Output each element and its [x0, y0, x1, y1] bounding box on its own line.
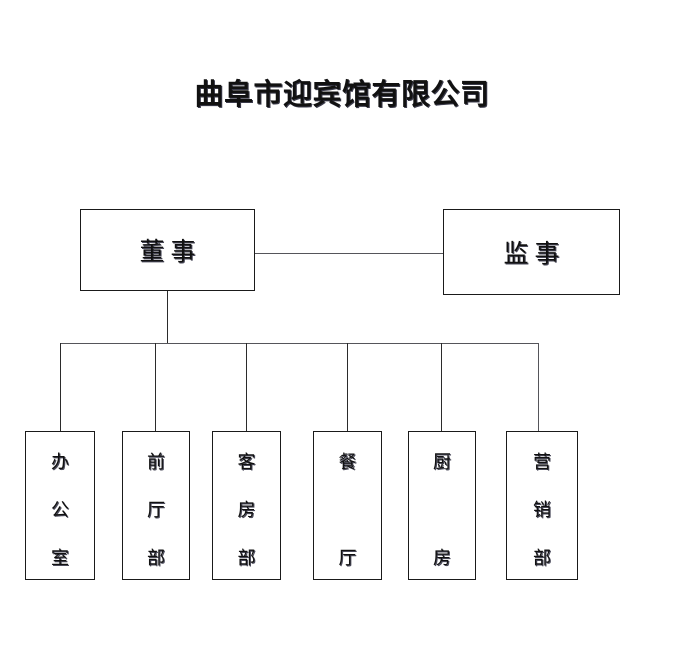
node-front-office-char-0: 前: [147, 452, 165, 473]
page-title: 曲阜市迎宾馆有限公司: [194, 77, 490, 111]
node-marketing-char-1: 销: [533, 500, 551, 521]
edge-director-supervisor: [255, 253, 443, 254]
edge-drop-office: [60, 343, 61, 431]
node-director-label: 董事: [139, 237, 202, 266]
node-director[interactable]: 董事: [80, 209, 255, 291]
node-supervisor[interactable]: 监事: [443, 209, 620, 295]
edge-drop-front-office: [155, 343, 156, 431]
node-housekeeping-char-0: 客: [237, 452, 256, 473]
node-housekeeping-char-1: 房: [237, 500, 256, 521]
node-restaurant-char-1: 厅: [338, 548, 357, 569]
node-marketing-char-0: 营: [533, 452, 551, 473]
node-front-office-char-1: 厅: [147, 500, 165, 521]
node-kitchen-char-0: 厨: [433, 452, 451, 473]
node-supervisor-label: 监事: [503, 239, 566, 268]
node-restaurant-char-0: 餐: [338, 452, 357, 473]
edge-director-stem: [167, 291, 168, 344]
node-kitchen[interactable]: 厨 房: [408, 431, 476, 580]
node-office-char-2: 室: [51, 548, 69, 569]
edge-drop-kitchen: [441, 343, 442, 431]
node-office[interactable]: 办 公 室: [25, 431, 95, 580]
node-restaurant[interactable]: 餐 厅: [313, 431, 382, 580]
node-marketing-char-2: 部: [533, 548, 551, 569]
node-housekeeping[interactable]: 客 房 部: [212, 431, 281, 580]
node-office-char-0: 办: [51, 452, 69, 473]
edge-drop-marketing: [538, 343, 539, 431]
node-office-char-1: 公: [51, 500, 69, 521]
node-marketing[interactable]: 营 销 部: [506, 431, 578, 580]
edge-drop-housekeeping: [246, 343, 247, 431]
edge-distribution-bus: [60, 343, 538, 344]
edge-drop-restaurant: [347, 343, 348, 431]
node-front-office[interactable]: 前 厅 部: [122, 431, 190, 580]
node-front-office-char-2: 部: [147, 548, 165, 569]
node-housekeeping-char-2: 部: [237, 548, 256, 569]
node-kitchen-char-1: 房: [433, 548, 451, 569]
